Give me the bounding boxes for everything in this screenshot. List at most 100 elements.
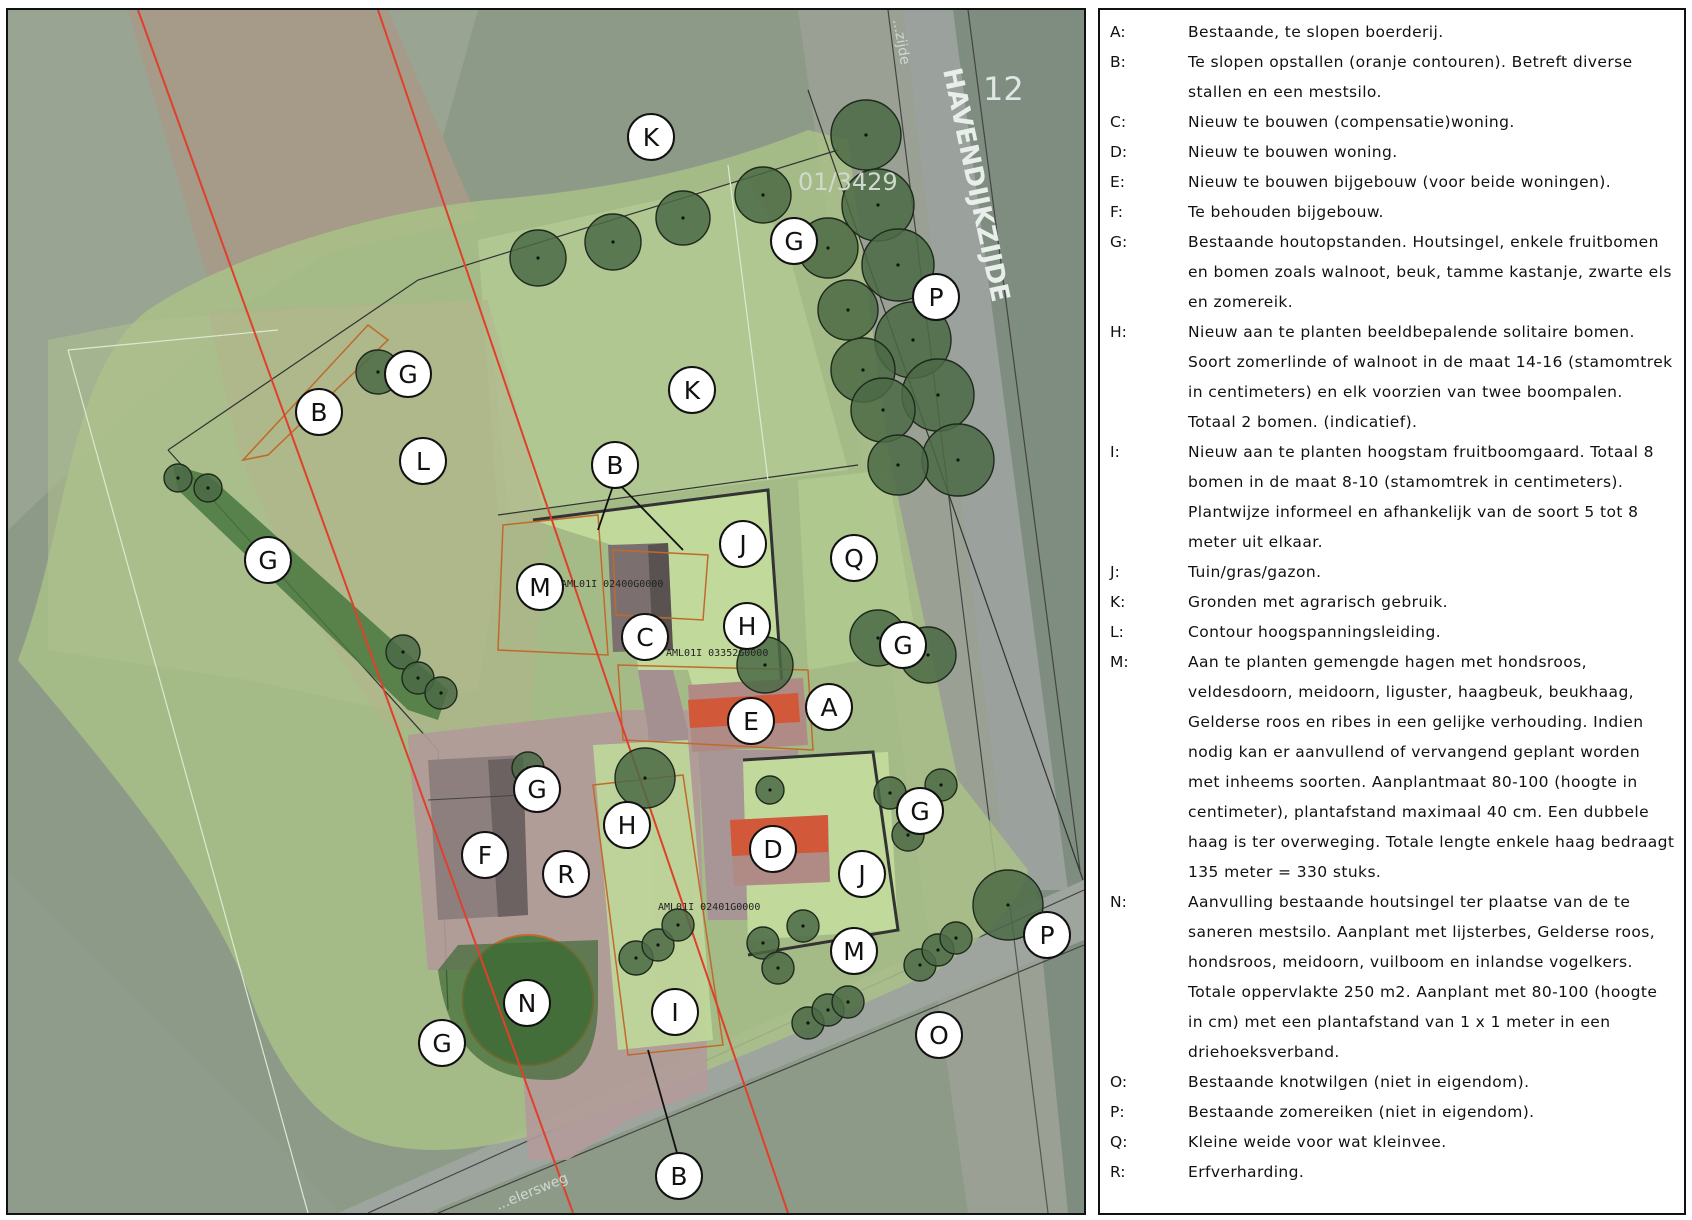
map-marker-j: J [838, 850, 886, 898]
marker-label: Q [844, 544, 864, 573]
tree-trunk [376, 370, 380, 374]
tree-trunk [881, 408, 885, 412]
legend-key: B: [1110, 53, 1126, 71]
contour-b-nw [240, 323, 390, 462]
tree-trunk [846, 1000, 850, 1004]
map-marker-m: M [516, 563, 564, 611]
marker-circle [651, 988, 699, 1036]
marker-label: A [820, 693, 837, 722]
map-marker-f: F [461, 831, 509, 879]
tree-trunk [611, 240, 615, 244]
legend-entry: H:Nieuw aan te planten beeldbepalende so… [1110, 317, 1676, 437]
legend-key: K: [1110, 593, 1126, 611]
map-marker-p: P [1023, 911, 1071, 959]
tree-trunk [896, 463, 900, 467]
power-line-east [377, 10, 789, 1213]
marker-circle [655, 1152, 703, 1200]
map-marker-b: B [591, 441, 639, 489]
field-l-tint [208, 300, 548, 730]
legend-entry: I:Nieuw aan te planten hoogstam fruitboo… [1110, 437, 1676, 557]
marker-label: G [784, 227, 803, 256]
legend-entry: B: Te slopen opstallen (oranje contouren)… [1110, 47, 1676, 107]
marker-label: C [636, 623, 653, 652]
legend-entry: J: Tuin/gras/gazon. [1110, 557, 1676, 587]
legend-description: Nieuw te bouwen woning. [1188, 143, 1398, 161]
tree-trunk [776, 966, 780, 970]
marker-circle [838, 850, 886, 898]
tree-trunk [861, 368, 865, 372]
map-marker-b: B [655, 1152, 703, 1200]
legend-list: A:Bestaande, te slopen boerderij. B: Te sl… [1110, 17, 1676, 1187]
legend-entry: G: Bestaande houtopstanden. Houtsingel, e… [1110, 227, 1676, 317]
legend-entry: M:Aan te planten gemengde hagen met hond… [1110, 647, 1676, 887]
tree-trunk [876, 636, 880, 640]
marker-circle [295, 388, 343, 436]
legend-entry: K:Gronden met agrarisch gebruik. [1110, 587, 1676, 617]
legend-key: M: [1110, 653, 1129, 671]
tree-trunk [936, 948, 940, 952]
marker-label: R [557, 860, 574, 889]
tree-trunk [761, 941, 765, 945]
tree-trunk [826, 246, 830, 250]
contour-b-center [497, 514, 609, 656]
map-marker-g: G [896, 787, 944, 835]
legend-description: Erfverharding. [1188, 1163, 1305, 1181]
legend-entry: C:Nieuw te bouwen (compensatie)woning. [1110, 107, 1676, 137]
tree-trunk [643, 776, 647, 780]
tree-trunk [954, 936, 958, 940]
map-marker-g: G [384, 350, 432, 398]
legend-entry: N:Aanvulling bestaande houtsingel ter pl… [1110, 887, 1676, 1067]
legend-key: J: [1110, 563, 1120, 581]
tree-trunk [656, 943, 660, 947]
marker-label: P [928, 283, 943, 312]
marker-circle [591, 441, 639, 489]
legend-key: Q: [1110, 1133, 1128, 1151]
tree-trunk [956, 458, 960, 462]
marker-circle [516, 563, 564, 611]
marker-label: G [258, 546, 277, 575]
legend-entry: R:Erfverharding. [1110, 1157, 1676, 1187]
legend-entry: L:Contour hoogspanningsleiding. [1110, 617, 1676, 647]
map-marker-k: K [627, 113, 675, 161]
map-marker-g: G [418, 1019, 466, 1067]
map-marker-q: Q [830, 534, 878, 582]
legend-entry: D:Nieuw te bouwen woning. [1110, 137, 1676, 167]
aerial-field-southwest [8, 870, 338, 1213]
map-marker-h: H [603, 801, 651, 849]
marker-label: N [518, 989, 537, 1018]
tree-trunk [761, 193, 765, 197]
tree-trunk [763, 663, 767, 667]
legend-key: G: [1110, 233, 1128, 251]
tree-trunk [536, 256, 540, 260]
marker-circle [418, 1019, 466, 1067]
legend-description: Bestaande houtopstanden. Houtsingel, enk… [1188, 233, 1672, 311]
legend-entry: P:Bestaande zomereiken (niet in eigendom… [1110, 1097, 1676, 1127]
legend-entry: A:Bestaande, te slopen boerderij. [1110, 17, 1676, 47]
marker-circle [770, 217, 818, 265]
legend-key: I: [1110, 443, 1120, 461]
map-marker-c: C [621, 613, 669, 661]
marker-circle [879, 621, 927, 669]
marker-label: H [738, 612, 757, 641]
marker-circle [384, 350, 432, 398]
marker-label: M [843, 937, 865, 966]
tree-trunk [864, 133, 868, 137]
map-marker-l: L [399, 437, 447, 485]
legend-description: Aanvulling bestaande houtsingel ter plaa… [1188, 893, 1658, 1061]
field-k-north [478, 180, 848, 515]
legend-description: Te slopen opstallen (oranje contouren). … [1188, 53, 1633, 101]
legend-description: Kleine weide voor wat kleinvee. [1188, 1133, 1447, 1151]
tree-trunk [918, 963, 922, 967]
legend-panel: A:Bestaande, te slopen boerderij. B: Te sl… [1098, 8, 1686, 1215]
map-marker-k: K [668, 366, 716, 414]
plot-code-label: AML01I 02401G0000 [658, 902, 760, 913]
legend-description: Tuin/gras/gazon. [1188, 563, 1322, 581]
tree-trunk [401, 650, 405, 654]
plot-code-label: AML01I 03352G0000 [666, 648, 768, 659]
marker-label: G [893, 631, 912, 660]
tree-trunk [939, 783, 943, 787]
tree-trunk [911, 338, 915, 342]
parcel-overlay: 01/3429 [798, 168, 898, 196]
marker-circle [503, 979, 551, 1027]
legend-entry: F:Te behouden bijgebouw. [1110, 197, 1676, 227]
